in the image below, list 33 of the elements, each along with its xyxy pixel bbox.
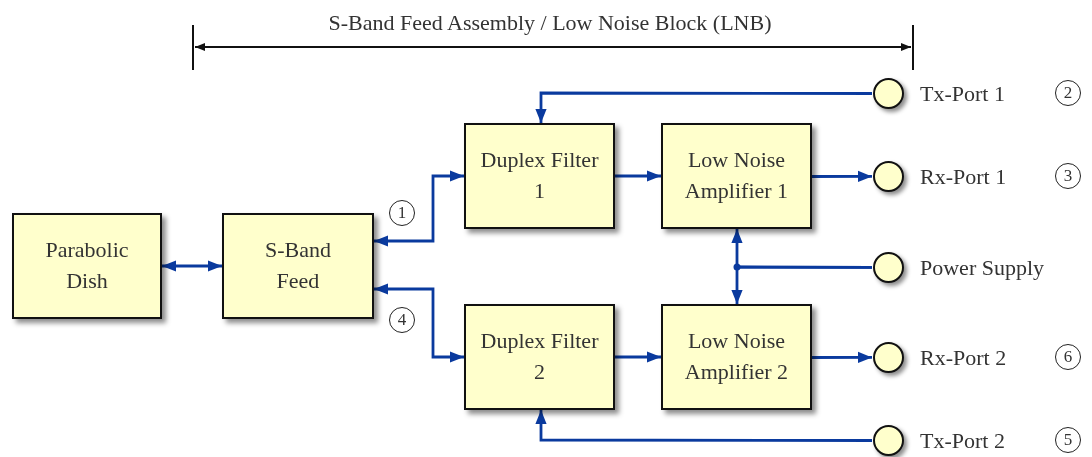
block-box	[464, 304, 615, 410]
block-box	[464, 123, 615, 229]
block-box	[222, 213, 374, 319]
connector-arrow	[812, 170, 872, 183]
dimension-label: S-Band Feed Assembly / Low Noise Block (LNB)	[328, 12, 772, 34]
block-label: Duplex Filter 2	[479, 327, 600, 386]
connector-arrow	[374, 283, 464, 363]
port-label: Rx-Port 2	[920, 346, 1007, 369]
connector-arrow	[535, 91, 872, 123]
block-box	[661, 123, 812, 229]
port-label: Rx-Port 1	[920, 165, 1007, 188]
port-label: Tx-Port 2	[920, 429, 1005, 452]
port-label: Tx-Port 1	[920, 82, 1005, 105]
block-label: Parabolic Dish	[44, 236, 130, 295]
connector-arrow	[731, 265, 872, 304]
connector-arrow	[615, 351, 661, 363]
block-box	[661, 304, 812, 410]
connector-arrow	[535, 410, 872, 442]
port-circle	[873, 342, 904, 373]
port-circle	[873, 425, 904, 456]
port-label: Power Supply	[920, 256, 1045, 279]
block-label: Low Noise Amplifier 2	[683, 327, 790, 386]
port-circle	[873, 78, 904, 109]
connector-arrow	[374, 170, 464, 247]
block-label: Low Noise Amplifier 1	[683, 146, 790, 205]
connector-arrow	[162, 260, 222, 272]
port-circle	[873, 252, 904, 283]
block-label: S-Band Feed	[264, 236, 332, 295]
block-label: Duplex Filter 1	[479, 146, 600, 205]
port-circle	[873, 161, 904, 192]
block-box	[12, 213, 162, 319]
connector-arrow	[812, 351, 872, 364]
connector-arrow	[615, 170, 661, 182]
